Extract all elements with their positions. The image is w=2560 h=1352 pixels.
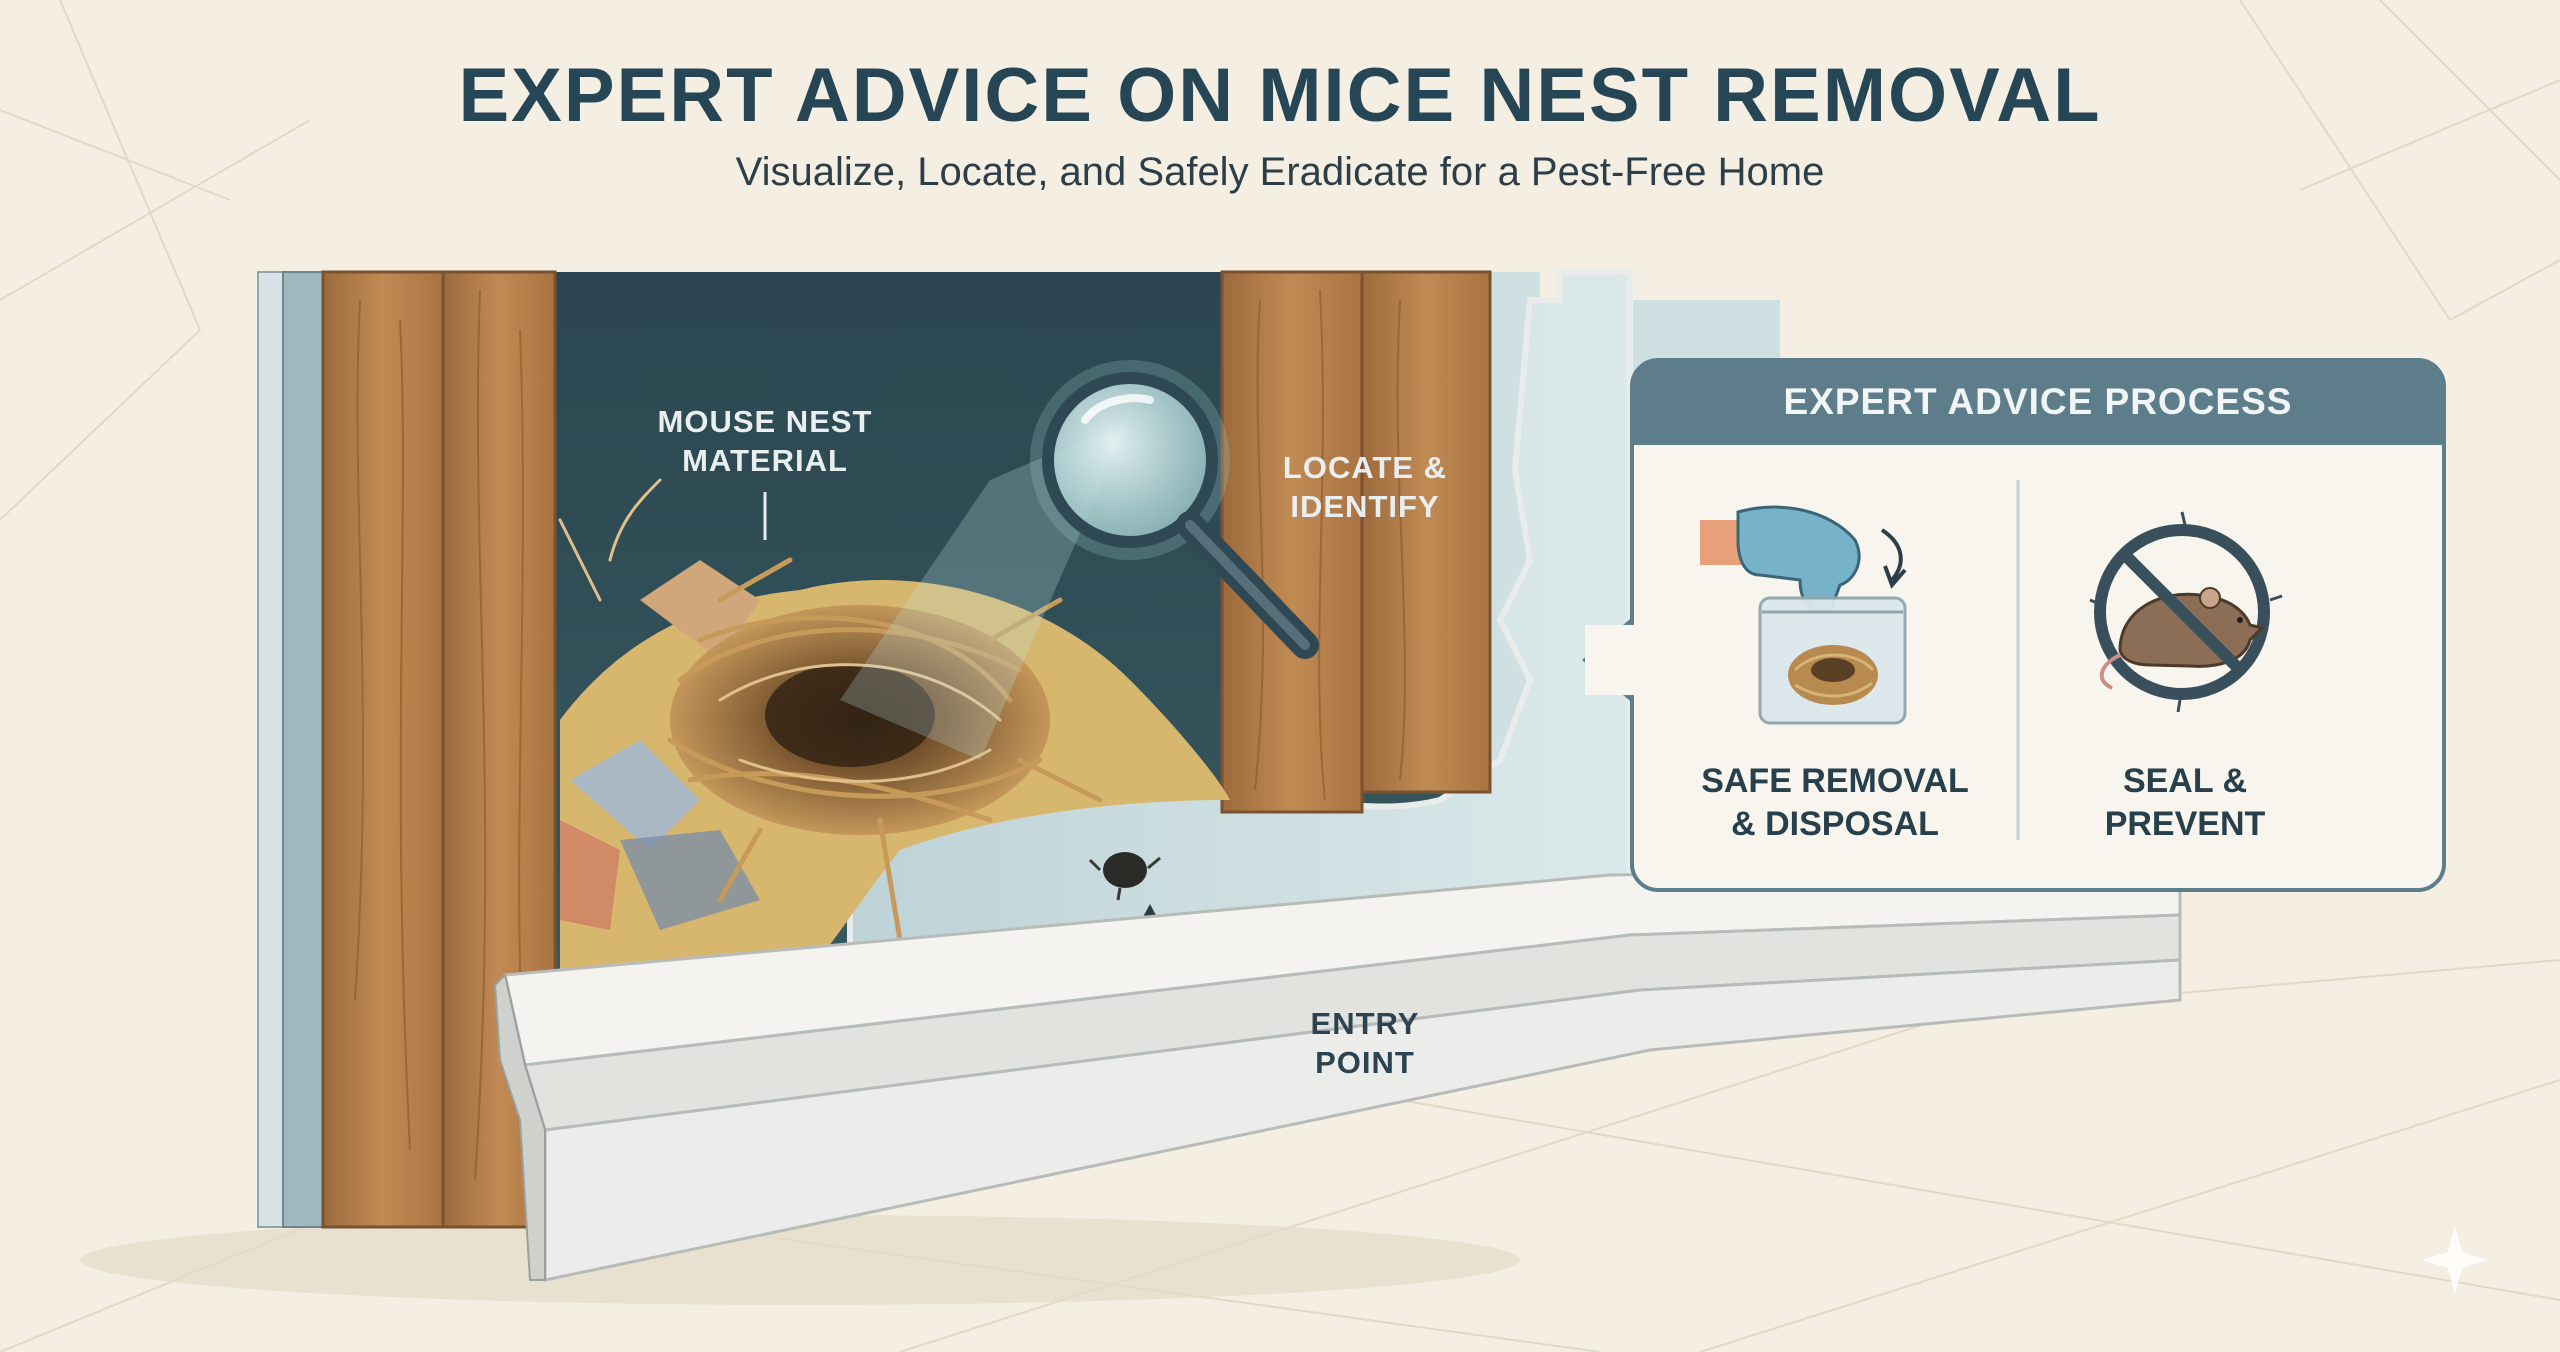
entry-hole-icon bbox=[1088, 852, 1161, 901]
baseboard bbox=[493, 863, 2182, 1282]
page-title: EXPERT ADVICE ON MICE NEST REMOVAL bbox=[458, 53, 2102, 138]
gloved-hand-bag-icon bbox=[1700, 505, 1907, 725]
sparkle-icon bbox=[2422, 1225, 2488, 1295]
step-seal-prevent-label: SEAL & PREVENT bbox=[2104, 762, 2266, 843]
process-panel bbox=[1581, 358, 2446, 892]
magnifying-glass-icon bbox=[840, 360, 1319, 760]
process-panel-title: EXPERT ADVICE PROCESS bbox=[1783, 381, 2293, 422]
step-safe-removal-label: SAFE REMOVAL & DISPOSAL bbox=[1701, 762, 1969, 843]
locate-identify-label: LOCATE & IDENTIFY bbox=[1282, 450, 1448, 524]
page-subtitle: Visualize, Locate, and Safely Eradicate … bbox=[735, 150, 1825, 194]
entry-point-label: ENTRY POINT bbox=[1310, 1006, 1420, 1080]
nest-material-label: MOUSE NEST MATERIAL bbox=[657, 404, 873, 478]
no-mouse-icon bbox=[2089, 511, 2283, 713]
nest-debris bbox=[558, 478, 1230, 1000]
